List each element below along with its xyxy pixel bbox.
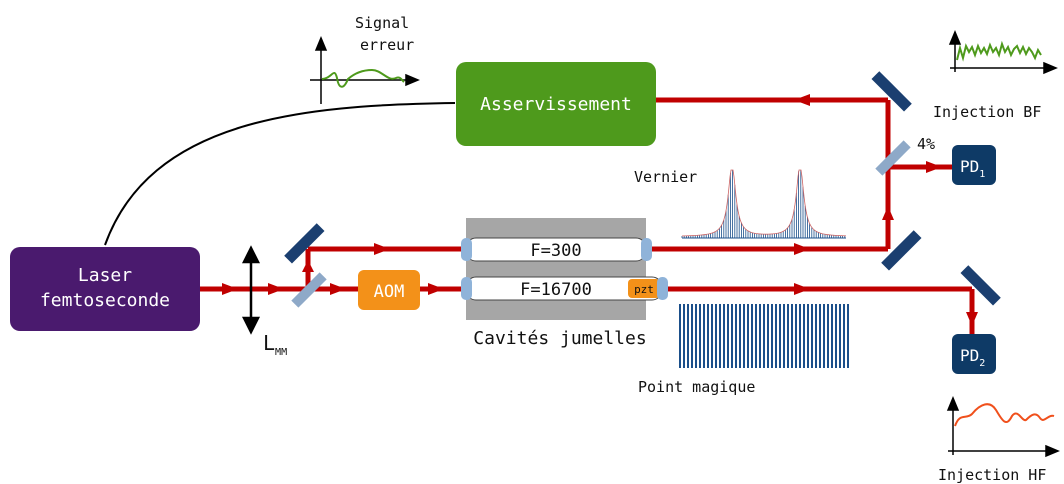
aom-box [358,270,420,310]
beam-arrow-icon [268,283,284,295]
lens-icon [241,245,261,335]
beam-arrow-icon [330,283,346,295]
vernier-spectrum [681,169,847,239]
four-percent-label: 4% [917,135,935,153]
lens-label: LMM [263,331,287,358]
signal-erreur-line2: erreur [360,36,414,54]
pd1-box [952,145,996,185]
beam-arrow-icon [374,243,390,255]
beam-arrow-icon [926,161,942,173]
beam-arrow-icon [222,283,238,295]
injection-bf-label: Injection BF [933,103,1041,121]
mirror-icon [881,230,922,271]
laser-label-line2: femtoseconde [40,290,170,311]
twin-cavities [461,218,668,320]
beam-arrow-icon [428,283,444,295]
laser-label-line1: Laser [78,265,132,286]
signal-erreur-line1: Signal [355,14,409,32]
pzt-element [628,279,660,298]
mirror-icon [284,223,325,264]
pzt-label: pzt [634,283,654,296]
pd2-label: PD2 [960,346,985,369]
beam-arrow-icon [794,283,810,295]
error-signal-curve [321,68,405,88]
injection-hf-curve [954,403,1055,427]
injection-hf-plot [946,396,1060,458]
asserv-label: Asservissement [480,94,632,115]
cavites-label: Cavités jumelles [473,328,646,349]
beam-arrow-icon [794,243,810,255]
point-magique-comb [679,304,849,368]
vernier-envelope [681,169,847,237]
beam-arrow-icon [966,312,978,326]
cavity-top-label: F=300 [530,241,581,261]
injection-bf-plot [948,30,1058,75]
laser-box [10,247,200,331]
mirror-icon [871,71,912,112]
pd1-label: PD1 [960,157,985,180]
injection-bf-curve [956,40,1042,62]
beam-arrows [222,94,978,326]
beamsplitter-icon [291,272,327,308]
pd2-box [952,334,996,374]
injection-hf-label: Injection HF [938,466,1046,484]
vernier-label: Vernier [634,168,697,186]
feedback-cable [104,102,456,246]
beam-arrow-icon [882,206,894,220]
aom-label: AOM [374,282,405,302]
point-magique-label: Point magique [638,378,755,396]
signal-erreur-plot [310,36,420,104]
beam-arrow-icon [794,94,810,106]
beamsplitter-icon [875,140,911,176]
asserv-box [456,62,656,146]
beam-arrow-icon [302,260,314,272]
cavity-bottom-label: F=16700 [520,280,592,300]
mirror-icon [960,265,1001,306]
